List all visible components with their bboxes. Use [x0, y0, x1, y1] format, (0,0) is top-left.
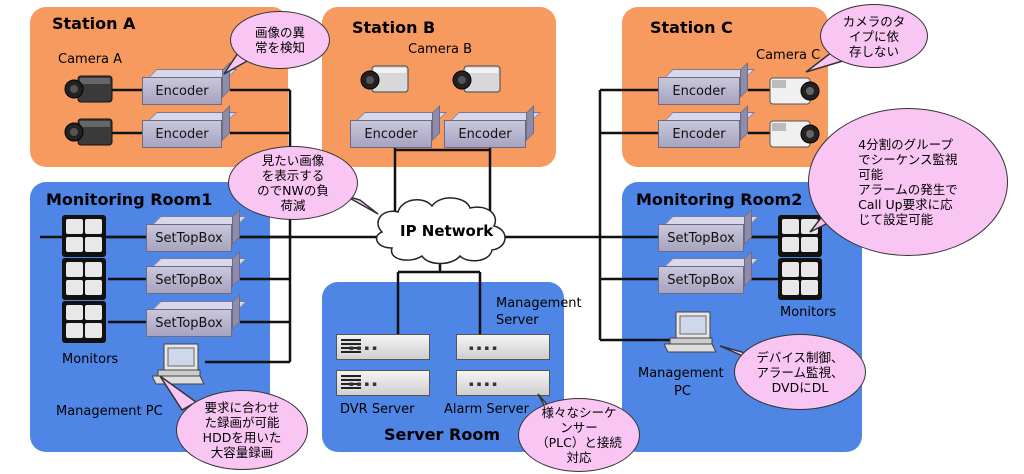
camera-b-label: Camera B	[408, 42, 473, 57]
tail-reduce-load	[345, 195, 379, 215]
dvr-server-unit-2: ▪▪▪▪	[336, 370, 430, 396]
monitoring-room2-title: Monitoring Room2	[636, 190, 803, 209]
dvr-server-unit-1: ▪▪▪▪	[336, 334, 430, 360]
bubble-plc: 様々なシーケンサー（PLC）と接続対応	[518, 398, 640, 472]
settopbox-1-3: SetTopBox	[146, 294, 247, 337]
alarm-server-unit: ▪▪▪▪	[456, 370, 550, 396]
camera-c2-icon	[769, 120, 820, 148]
ip-network-cloud	[375, 197, 506, 265]
camera-b2-icon	[452, 65, 501, 93]
monitoring-room1-title: Monitoring Room1	[46, 190, 213, 209]
management-pc-2-label-line2: PC	[674, 384, 691, 399]
management-server-label-line2: Server	[496, 313, 539, 328]
settopbox-1-2: SetTopBox	[146, 251, 247, 294]
camera-a1-icon	[64, 75, 113, 103]
encoder-a1: Encoder	[142, 62, 237, 105]
monitors-label-2: Monitors	[780, 305, 837, 320]
settopbox-2-1: SetTopBox	[658, 209, 759, 252]
station-b-title: Station B	[352, 18, 436, 37]
monitor-2-2	[778, 258, 822, 300]
monitor-1-2	[62, 258, 106, 300]
management-pc-1-label: Management PC	[56, 404, 163, 419]
encoder-c2: Encoder	[658, 105, 755, 148]
ip-network-label: IP Network	[400, 222, 494, 240]
bubble-device-control: デバイス制御、アラーム監視、DVDにDL	[734, 334, 866, 410]
encoder-c1: Encoder	[658, 62, 755, 105]
management-server-label-line1: Management	[496, 296, 582, 311]
management-pc-2-icon	[663, 311, 717, 353]
monitor-2-1	[778, 215, 822, 257]
monitors-label-1: Monitors	[62, 352, 119, 367]
server-room-title: Server Room	[384, 425, 500, 444]
encoder-b2: Encoder	[444, 105, 541, 148]
settopbox-1-1: SetTopBox	[146, 209, 247, 252]
station-a-title: Station A	[52, 14, 136, 33]
bubble-anomaly: 画像の異常を検知	[230, 11, 330, 69]
management-server-unit: ▪▪▪▪	[456, 334, 550, 360]
monitor-1-3	[62, 301, 106, 343]
monitor-1-1	[62, 215, 106, 257]
dvr-server-label: DVR Server	[340, 402, 415, 417]
alarm-server-label: Alarm Server	[444, 402, 530, 417]
camera-c1-icon	[769, 77, 820, 105]
encoder-a2: Encoder	[142, 105, 237, 148]
management-pc-1-icon	[151, 343, 205, 385]
management-pc-2-label-line1: Management	[638, 366, 724, 381]
camera-b1-icon	[360, 65, 409, 93]
encoder-b1: Encoder	[350, 105, 447, 148]
settopbox-2-2: SetTopBox	[658, 251, 759, 294]
camera-c-label: Camera C	[756, 48, 821, 63]
bubble-camera-type: カメラのタイプに依存しない	[820, 4, 928, 68]
camera-a-label: Camera A	[58, 52, 123, 67]
station-c-title: Station C	[650, 18, 733, 37]
bubble-reduce-load: 見たい画像を表示するのでNWの負荷減	[228, 146, 358, 220]
camera-a2-icon	[64, 118, 113, 146]
